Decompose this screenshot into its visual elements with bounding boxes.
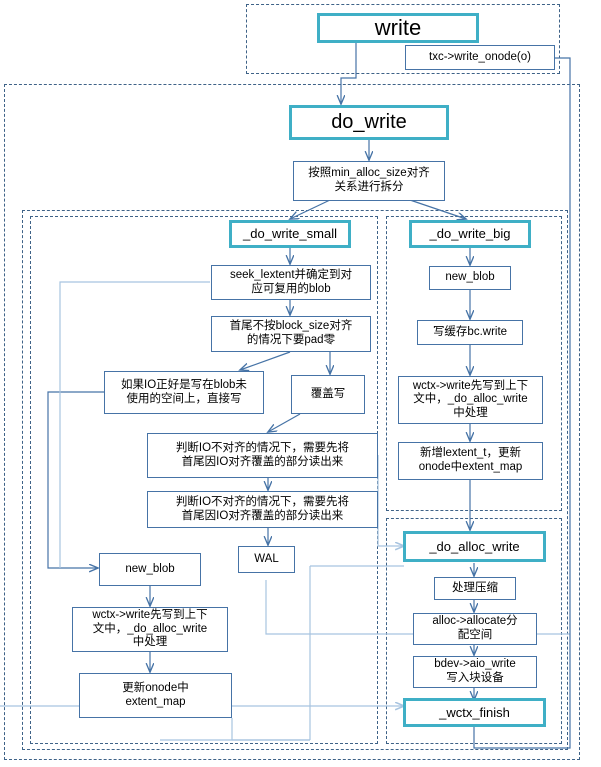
node-bc-write[interactable]: 写缓存bc.write [417,320,523,345]
node-alloc-allocate[interactable]: alloc->allocate分 配空间 [413,613,537,645]
node-do-write-small[interactable]: _do_write_small [229,220,351,248]
node-do-write[interactable]: do_write [289,105,449,140]
node-pad-zero[interactable]: 首尾不按block_size对齐 的情况下要pad零 [211,316,371,352]
node-do-alloc-write[interactable]: _do_alloc_write [403,531,546,562]
node-do-write-big[interactable]: _do_write_big [409,220,531,248]
node-compress[interactable]: 处理压缩 [434,577,516,600]
node-seek-lextent[interactable]: seek_lextent并确定到对 应可复用的blob [211,265,371,300]
node-split-by-min-alloc-size[interactable]: 按照min_alloc_size对齐 关系进行拆分 [293,161,445,201]
node-overwrite[interactable]: 覆盖写 [291,375,365,414]
node-new-blob-small[interactable]: new_blob [99,553,201,586]
node-bdev-aio-write[interactable]: bdev->aio_write 写入块设备 [413,656,537,688]
node-wal[interactable]: WAL [238,546,295,573]
node-io-on-unused-space[interactable]: 如果IO正好是写在blob未 使用的空间上，直接写 [104,371,264,414]
node-readback-1[interactable]: 判断IO不对齐的情况下，需要先将 首尾因IO对齐覆盖的部分读出来 [147,433,378,478]
node-new-blob-big[interactable]: new_blob [429,266,511,290]
node-update-extent-map[interactable]: 更新onode中 extent_map [79,673,232,718]
node-wctx-write-big[interactable]: wctx->write先写到上下 文中，_do_alloc_write 中处理 [398,376,543,424]
group-do-write-scope [4,84,580,760]
group-write-scope [246,4,560,74]
node-readback-2[interactable]: 判断IO不对齐的情况下，需要先将 首尾因IO对齐覆盖的部分读出来 [147,491,378,528]
node-write[interactable]: write [317,13,479,43]
node-wctx-write-small[interactable]: wctx->write先写到上下 文中，_do_alloc_write 中处理 [72,607,228,652]
node-txc-write-onode[interactable]: txc->write_onode(o) [405,45,555,70]
node-new-lextent-t[interactable]: 新增lextent_t，更新 onode中extent_map [398,442,543,480]
node-wctx-finish[interactable]: _wctx_finish [403,698,546,727]
